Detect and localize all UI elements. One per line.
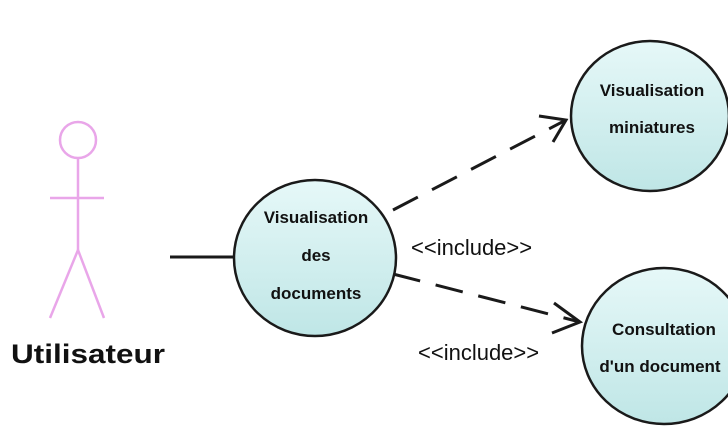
actor-head	[58, 120, 98, 160]
include-arrow-bottom	[392, 272, 584, 335]
use-case-consultation-line1: Consultation	[612, 320, 716, 339]
use-case-consultation-document: Consultation d'un document	[580, 266, 728, 426]
arrowhead-bottom	[551, 301, 584, 335]
actor-stick-figure	[48, 120, 106, 319]
include-label-top: <<include>>	[411, 235, 532, 260]
use-case-visualisation-miniatures: Visualisation miniatures	[569, 39, 728, 193]
arrowhead-top	[538, 114, 569, 143]
include-label-bottom: <<include>>	[418, 340, 539, 365]
use-case-main-line3: documents	[271, 284, 362, 303]
include-arrow-top	[392, 114, 569, 212]
use-case-main-line1: Visualisation	[264, 208, 369, 227]
use-case-main-line2: des	[301, 246, 330, 265]
use-case-consultation-line2: d'un document	[599, 357, 720, 376]
use-case-visualisation-documents: Visualisation des documents	[232, 178, 398, 338]
actor-right-leg	[76, 249, 106, 319]
actor-label: Utilisateur	[11, 339, 166, 369]
use-case-miniatures-line2: miniatures	[609, 118, 695, 137]
actor-left-leg	[48, 249, 80, 319]
use-case-miniatures-line1: Visualisation	[600, 81, 705, 100]
